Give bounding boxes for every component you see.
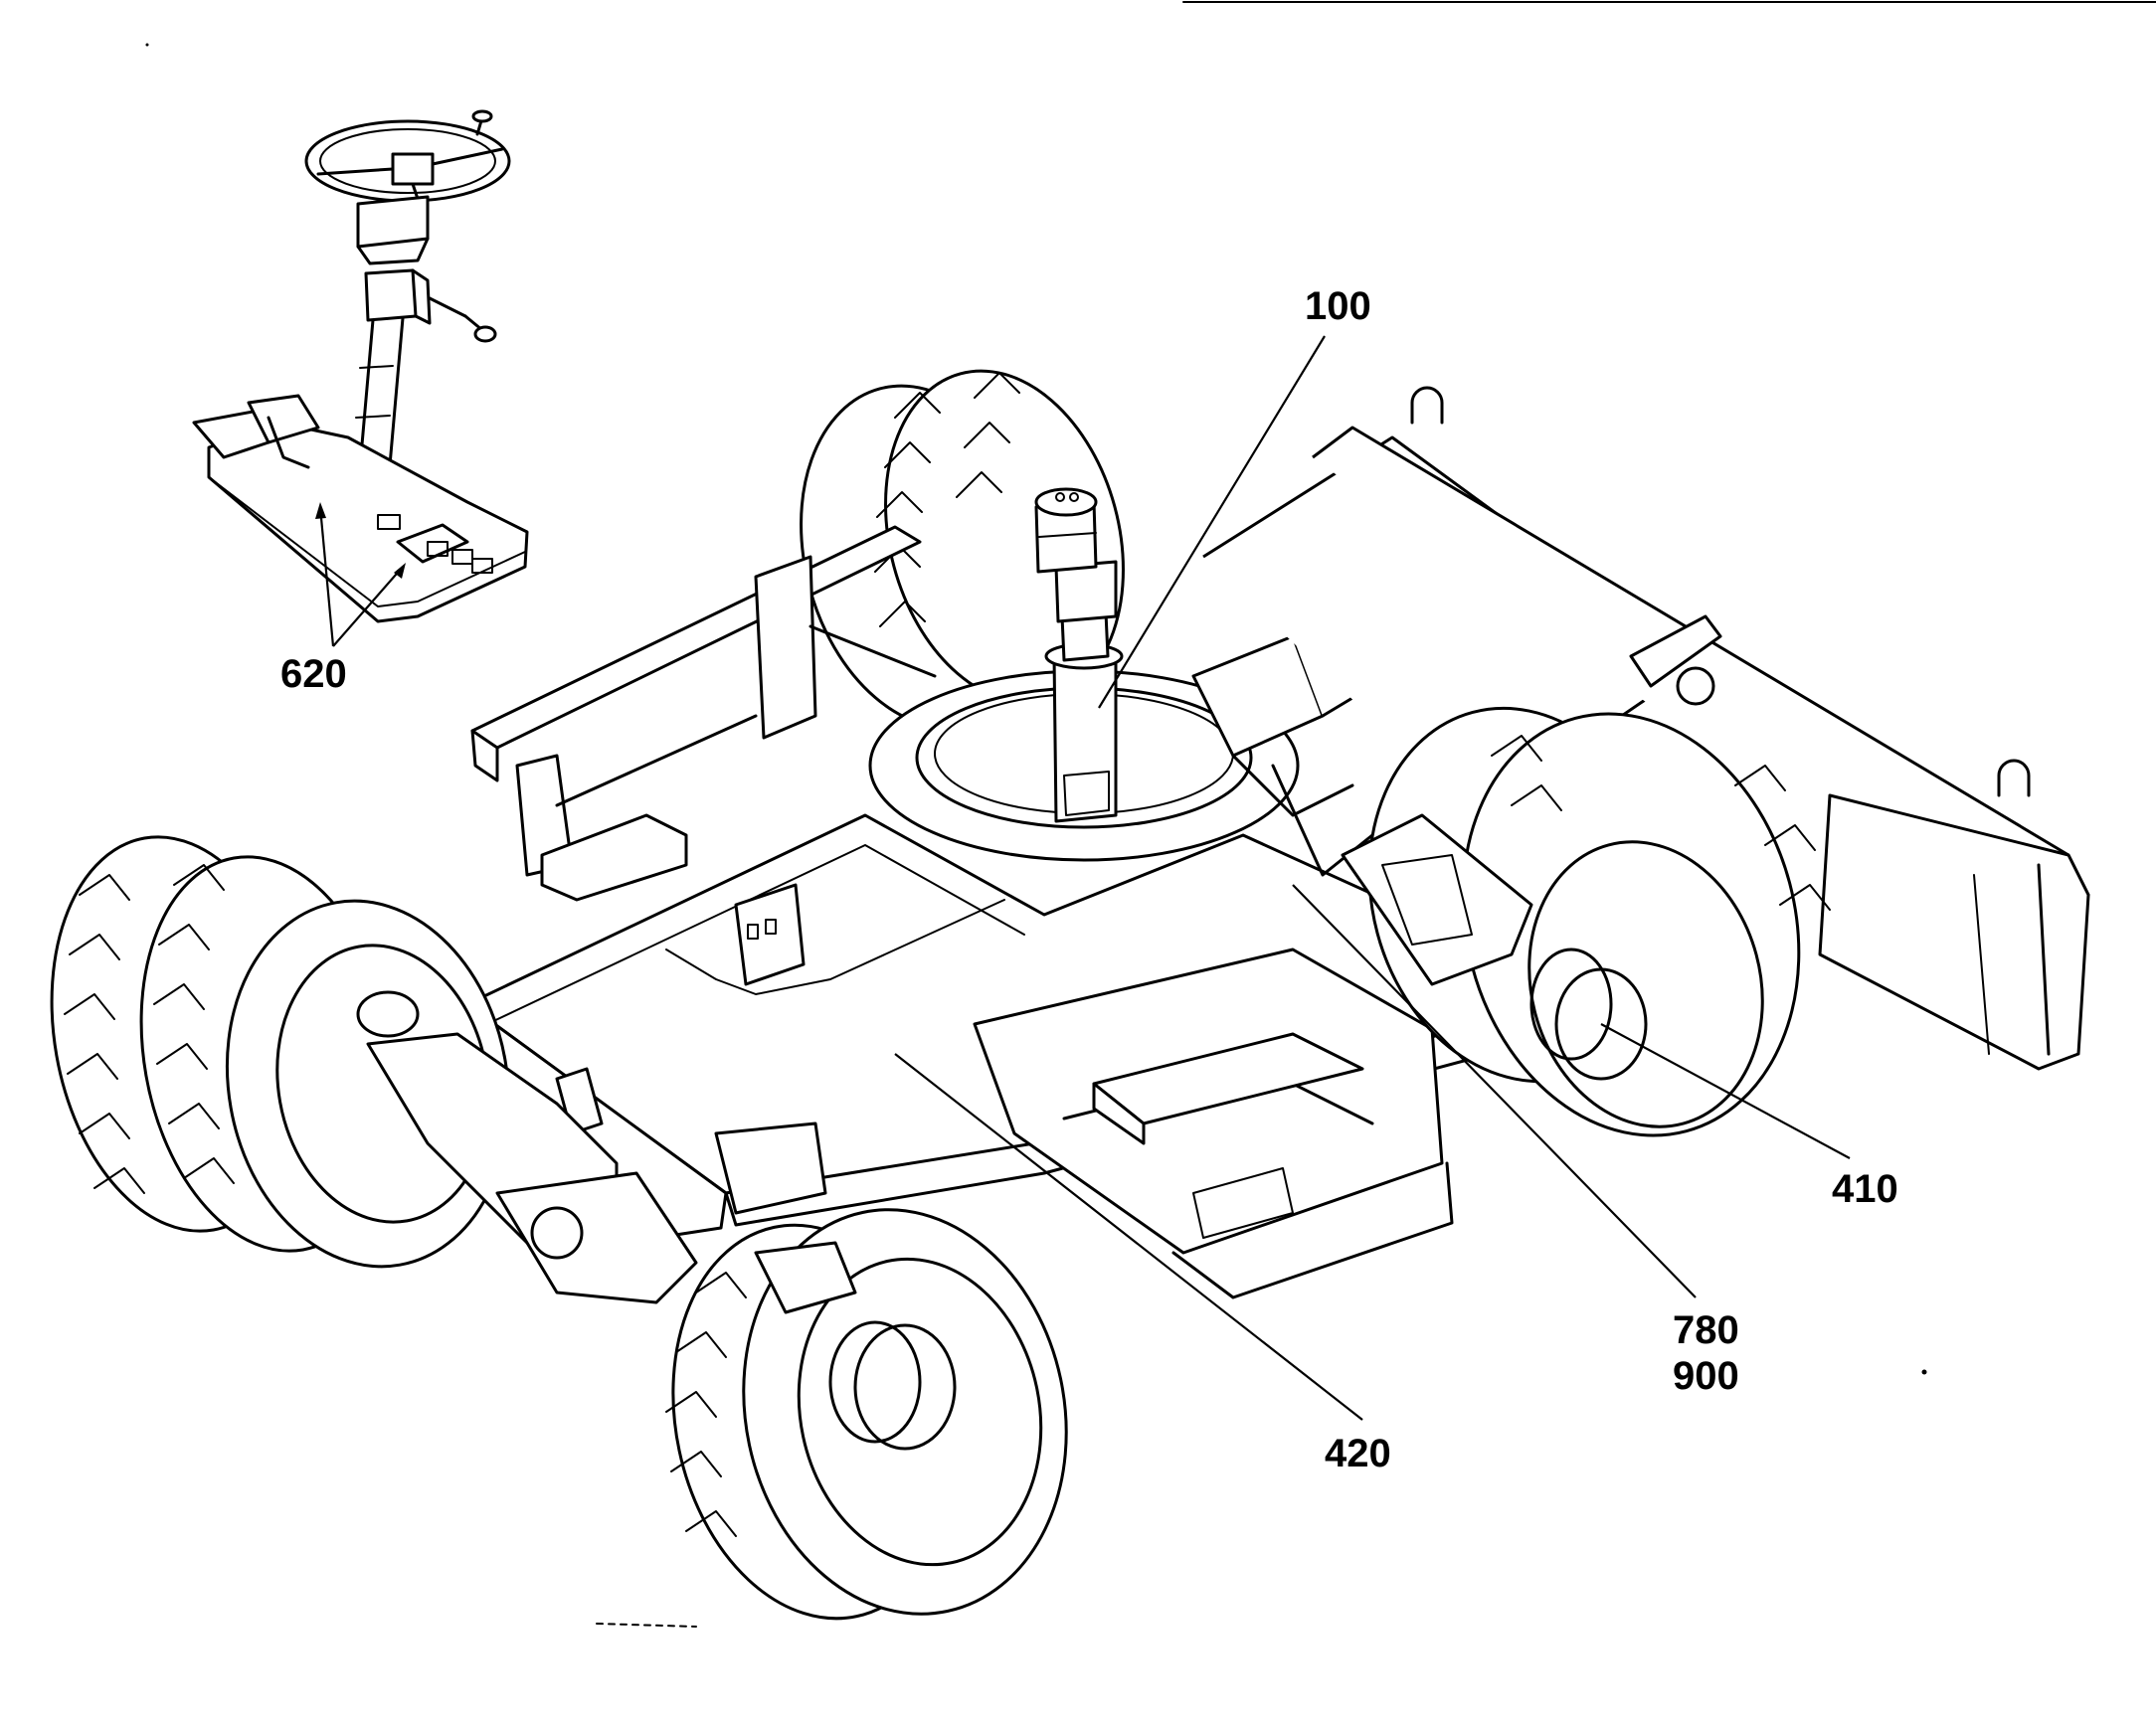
frame-rail	[808, 624, 937, 678]
pedal-base-edge	[208, 476, 526, 607]
valve-port	[765, 919, 777, 935]
access-panel	[1192, 1167, 1294, 1239]
rear-right-wheels	[1341, 706, 1831, 1137]
axle-housing	[1381, 854, 1473, 946]
tilt-block-side	[411, 268, 432, 325]
accelerator-pedal	[247, 394, 320, 444]
rim	[797, 1257, 1043, 1567]
callout-100: 100	[1305, 284, 1371, 328]
hub	[356, 990, 420, 1038]
wheel-motor	[754, 1241, 857, 1314]
column-head-base	[356, 237, 430, 265]
blade-cylinder	[1629, 614, 1722, 688]
switch	[427, 541, 449, 557]
leader-arrow	[315, 502, 326, 519]
swivel-bolt	[1055, 492, 1065, 502]
tire-tread	[64, 874, 145, 1194]
callout-900: 900	[1673, 1354, 1739, 1398]
under-frame	[1171, 1161, 1454, 1299]
blade-pivot	[1676, 666, 1715, 706]
joint-slot	[1063, 771, 1110, 816]
column-tube	[358, 316, 405, 469]
callout-780: 780	[1673, 1308, 1739, 1352]
stalk-knob	[473, 325, 497, 343]
speck	[145, 43, 149, 47]
leader-100	[1098, 335, 1326, 709]
tire-tread	[1491, 735, 1831, 911]
outrigger-post	[754, 555, 817, 740]
frame-rail	[555, 714, 758, 807]
blade-face	[1818, 793, 2090, 1071]
differential-cover	[530, 1206, 584, 1260]
valve-port	[747, 924, 759, 940]
tire-tread	[956, 372, 1020, 498]
outrigger-end	[470, 729, 499, 782]
scan-mark	[596, 1623, 697, 1628]
rear-axle	[1341, 813, 1533, 986]
speck	[1921, 1369, 1927, 1375]
leader-620	[332, 566, 404, 647]
blade-edge	[2037, 863, 2051, 1056]
battery-side	[1092, 1082, 1146, 1145]
lift-eye	[1410, 386, 1444, 425]
outrigger-pad	[540, 813, 688, 902]
leader-arrow	[394, 563, 406, 579]
column-head	[356, 195, 430, 249]
differential	[495, 1171, 698, 1304]
slewing-ring-assembly	[868, 487, 1300, 862]
hydraulic-hose	[1231, 754, 1354, 817]
front-left-wheels	[50, 835, 698, 1304]
hub-cap	[853, 1323, 957, 1451]
swivel-bolt	[1069, 492, 1079, 502]
spinner-knob-top	[471, 109, 493, 123]
leader-410	[1600, 1023, 1851, 1159]
leader-620	[318, 506, 335, 647]
tire-tread	[665, 1272, 747, 1537]
switch	[451, 549, 473, 565]
swivel-cap	[1034, 487, 1098, 517]
wheel-spoke	[316, 167, 395, 176]
tire-tread	[153, 864, 235, 1184]
tire-tread	[874, 392, 941, 627]
switch-stalk	[428, 296, 467, 318]
pedal-linkage	[267, 416, 310, 469]
rear-outrigger-frame	[470, 525, 937, 902]
rim	[1527, 840, 1764, 1128]
steering-cylinder	[714, 1122, 827, 1215]
rotary-joint-body	[1052, 649, 1118, 823]
lift-eye	[1997, 759, 2031, 797]
column-joint	[355, 365, 394, 419]
blade-rib	[1973, 874, 1990, 1055]
callout-420: 420	[1325, 1432, 1391, 1475]
switch	[471, 558, 493, 574]
leader-420	[894, 1053, 1363, 1421]
rear-left-wheels	[800, 369, 1125, 730]
front-right-wheels	[665, 1122, 1068, 1621]
tilt-block	[364, 268, 418, 322]
callout-620: 620	[280, 652, 347, 696]
switch-panel	[396, 523, 469, 564]
deck-edge	[486, 844, 1025, 1025]
hub	[1529, 948, 1613, 1061]
hub	[828, 1320, 922, 1444]
steering-column-assembly	[192, 109, 529, 623]
deck-cutout	[665, 899, 1005, 995]
steering-wheel-inner	[319, 128, 496, 194]
wheel-spoke	[431, 147, 504, 166]
leader-780	[1292, 884, 1697, 1298]
wheel-spoke	[411, 182, 420, 201]
pedal-base	[207, 421, 529, 623]
switch	[377, 514, 401, 530]
steering-hub	[391, 152, 435, 186]
callout-410: 410	[1832, 1167, 1898, 1211]
